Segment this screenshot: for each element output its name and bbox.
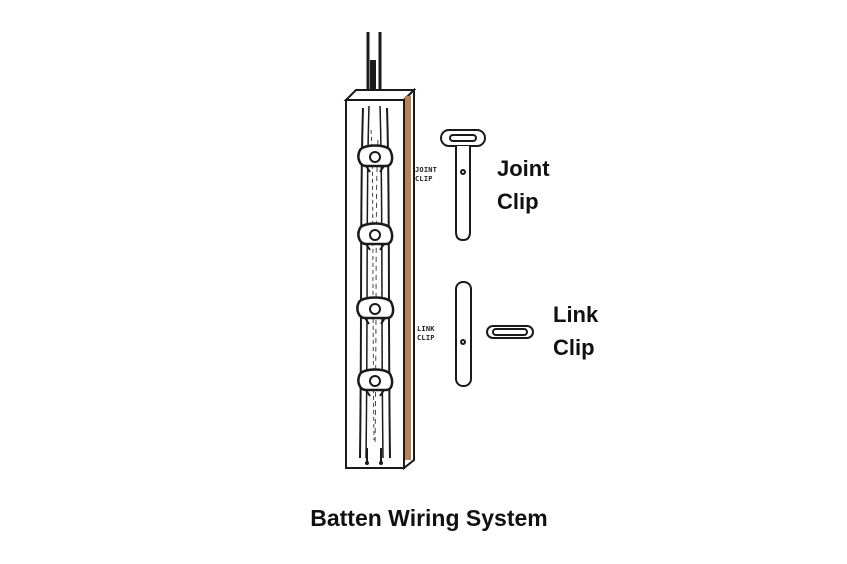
link-clip-loop-drawing bbox=[486, 325, 534, 339]
joint-clip-callout: Joint Clip bbox=[497, 152, 550, 218]
joint-clip-drawing bbox=[440, 129, 486, 242]
link-clip-small-label: LINK CLIP bbox=[417, 325, 435, 342]
batten-clip-1 bbox=[357, 144, 394, 173]
link-clip-strip-drawing bbox=[455, 281, 472, 387]
batten-clip-4 bbox=[357, 368, 394, 397]
joint-clip-callout-line1: Joint bbox=[497, 156, 550, 181]
joint-clip-small-label: JOINT CLIP bbox=[415, 166, 438, 183]
batten-clip-3 bbox=[356, 296, 395, 325]
wooden-batten bbox=[343, 87, 417, 471]
link-clip-callout-line2: Clip bbox=[553, 335, 595, 360]
batten-clip-2 bbox=[357, 222, 394, 251]
wood-grain-stripe bbox=[405, 96, 411, 460]
joint-clip-callout-line2: Clip bbox=[497, 189, 539, 214]
diagram-title: Batten Wiring System bbox=[310, 505, 548, 531]
link-clip-callout-line1: Link bbox=[553, 302, 599, 327]
link-clip-callout: Link Clip bbox=[553, 298, 598, 364]
